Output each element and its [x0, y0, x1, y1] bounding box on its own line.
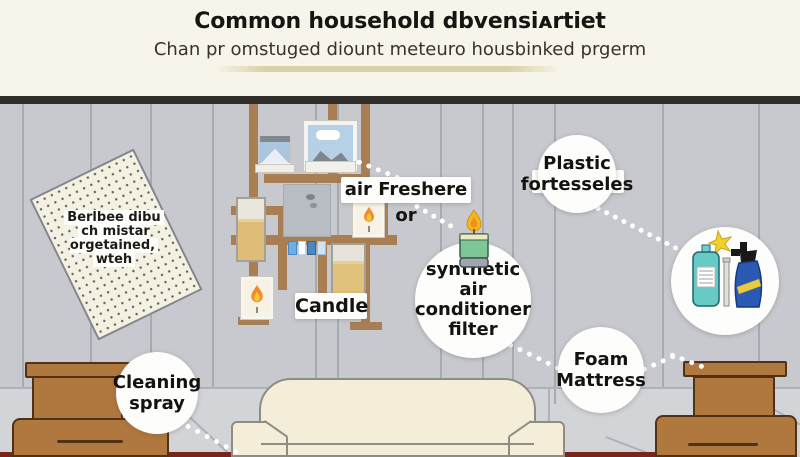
mountain-graphic [261, 148, 289, 163]
amber-jar [236, 197, 266, 262]
shelf-post [318, 245, 327, 295]
poster-caption: Berlbee dibu ch mistar orgetained, wteh [36, 210, 192, 267]
flame-icon [251, 284, 263, 302]
connector-dotted-line [594, 205, 679, 252]
teal-bottle-icon [692, 244, 720, 307]
wall-panel-line [662, 104, 664, 387]
wall-cabinet [283, 184, 331, 237]
ceiling-bar [0, 96, 800, 104]
drawer-line [688, 443, 758, 446]
cabinet-knob [310, 203, 317, 208]
lit-candle-icon [459, 209, 489, 268]
connector-dotted-line [413, 203, 455, 230]
wall-panel-line [512, 104, 514, 387]
page-title: Common household dbvensiᴀrtiet [194, 9, 606, 34]
dresser-base-right [655, 415, 797, 457]
shelf-post [278, 206, 287, 290]
frame-stand [255, 164, 295, 173]
amber-jar [331, 243, 366, 296]
sparkle-icon [707, 229, 733, 256]
shelf-bar [264, 174, 368, 183]
flame-icon [363, 206, 374, 222]
flame-picture-frame [352, 199, 385, 238]
sofa-seat-line [261, 443, 534, 445]
dresser-box-right [693, 376, 775, 417]
label-candle: Candle [295, 293, 369, 319]
poster-line: wteh [92, 252, 136, 267]
label-cleaning-spray: Cleaning spray [113, 352, 201, 434]
shelf-bar [231, 235, 397, 245]
picture-base [305, 161, 356, 173]
sofa-back [259, 378, 536, 457]
label-plastic-bottles: Plastic fortesseles [521, 135, 633, 213]
wall-panel-line [554, 104, 556, 404]
cabinet-knob [306, 194, 315, 200]
dresser-box-left [32, 376, 123, 420]
label-air-freshener: air Freshere or [341, 177, 471, 226]
small-picture-frame [259, 135, 291, 165]
shelf-bottles-row [288, 241, 326, 255]
cleaning-products-circle [671, 227, 779, 335]
page-subtitle: Chan pr omstuged diount meteuro housbink… [153, 39, 647, 60]
label-foam-mattress: Foam Mattress [556, 327, 646, 413]
poster-line: Berlbee dibu [64, 210, 164, 225]
wall-panel-line [22, 104, 24, 387]
poster-line: ch mistar orgetained, [69, 224, 159, 253]
cloud-graphic [316, 130, 340, 140]
cleaning-products-icons [692, 229, 763, 308]
subtitle-underline-smear [215, 66, 560, 72]
shelf-foot [350, 322, 382, 330]
wall-panel-line [212, 104, 214, 387]
header-banner: Common household dbvensiᴀrtiet Chan pr o… [0, 0, 800, 96]
blue-spray-bottle-icon [731, 242, 763, 308]
shelf-foot [238, 317, 269, 325]
test-tube-icon [722, 257, 731, 307]
drawer-line [57, 440, 123, 443]
dresser-lid-right [683, 361, 787, 377]
flame-picture-frame [240, 276, 274, 320]
